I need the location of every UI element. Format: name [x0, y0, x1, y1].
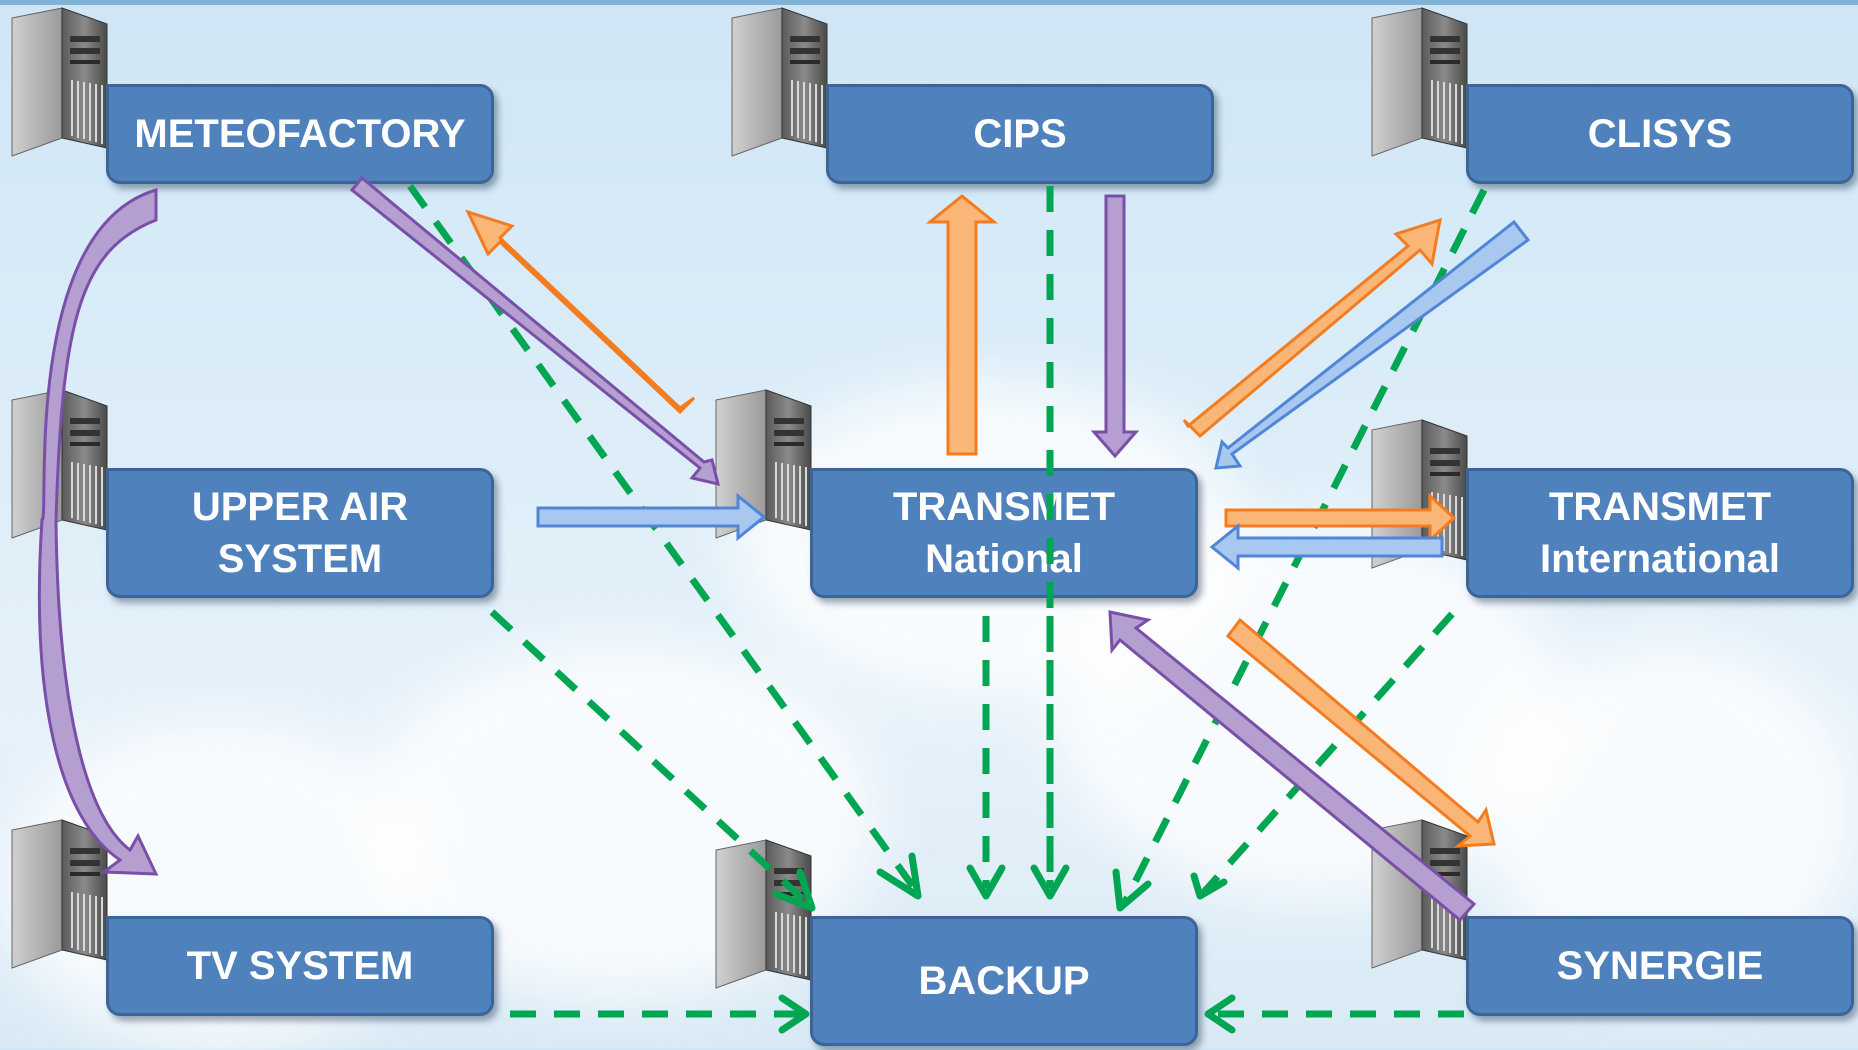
- top-border-strip: [0, 0, 1858, 5]
- upper-air-label-line2: SYSTEM: [217, 537, 383, 581]
- backup-label: BACKUP: [918, 959, 1090, 1003]
- arrowhead: [1190, 872, 1228, 900]
- blue-arrow: [536, 492, 767, 542]
- orange-arrow: [1225, 617, 1496, 848]
- arrowhead: [1204, 994, 1236, 1034]
- purple-arrow: [1108, 610, 1477, 923]
- arrowhead: [1112, 868, 1152, 912]
- clisys-label: CLISYS: [1587, 112, 1733, 156]
- meteofactory-label: METEOFACTORY: [134, 112, 466, 156]
- blue-arrow: [1209, 522, 1444, 572]
- transmet-national-node: TRANSMET National: [810, 468, 1198, 598]
- arrowhead: [966, 864, 1006, 900]
- backup-flow-arrow: [489, 609, 811, 907]
- cips-label: CIPS: [973, 112, 1067, 156]
- upper-air-label-line1: UPPER AIR: [191, 485, 409, 529]
- orange-arrow: [1182, 217, 1442, 439]
- blue-arrow: [1214, 219, 1531, 470]
- transmet-national-label-line1: TRANSMET: [892, 485, 1116, 529]
- synergie-label: SYNERGIE: [1556, 944, 1764, 988]
- transmet-national-label-line2: National: [925, 537, 1083, 581]
- backup-node: BACKUP: [810, 916, 1198, 1046]
- arrowhead: [772, 868, 816, 912]
- transmet-international-node: TRANSMET International: [1466, 468, 1854, 598]
- orange-arrow: [1224, 492, 1457, 544]
- purple-arrow: [349, 175, 721, 487]
- purple-arrow: [1090, 194, 1140, 459]
- arrowhead: [876, 852, 922, 900]
- orange-arrow: [925, 194, 999, 456]
- arrowhead: [1030, 864, 1070, 900]
- backup-flow-arrow: [1201, 611, 1455, 895]
- purple-curved-arrow: [37, 187, 159, 876]
- tv-system-label: TV SYSTEM: [186, 944, 414, 988]
- arrowhead: [778, 994, 810, 1034]
- clisys-node: CLISYS: [1466, 84, 1854, 184]
- transmet-international-label-line1: TRANSMET: [1548, 485, 1772, 529]
- cips-node: CIPS: [826, 84, 1214, 184]
- synergie-node: SYNERGIE: [1466, 916, 1854, 1016]
- meteofactory-node: METEOFACTORY: [106, 84, 494, 184]
- orange-arrow: [465, 209, 696, 415]
- transmet-international-label-line2: International: [1539, 537, 1781, 581]
- tv-system-node: TV SYSTEM: [106, 916, 494, 1016]
- upper-air-system-node: UPPER AIR SYSTEM: [106, 468, 494, 598]
